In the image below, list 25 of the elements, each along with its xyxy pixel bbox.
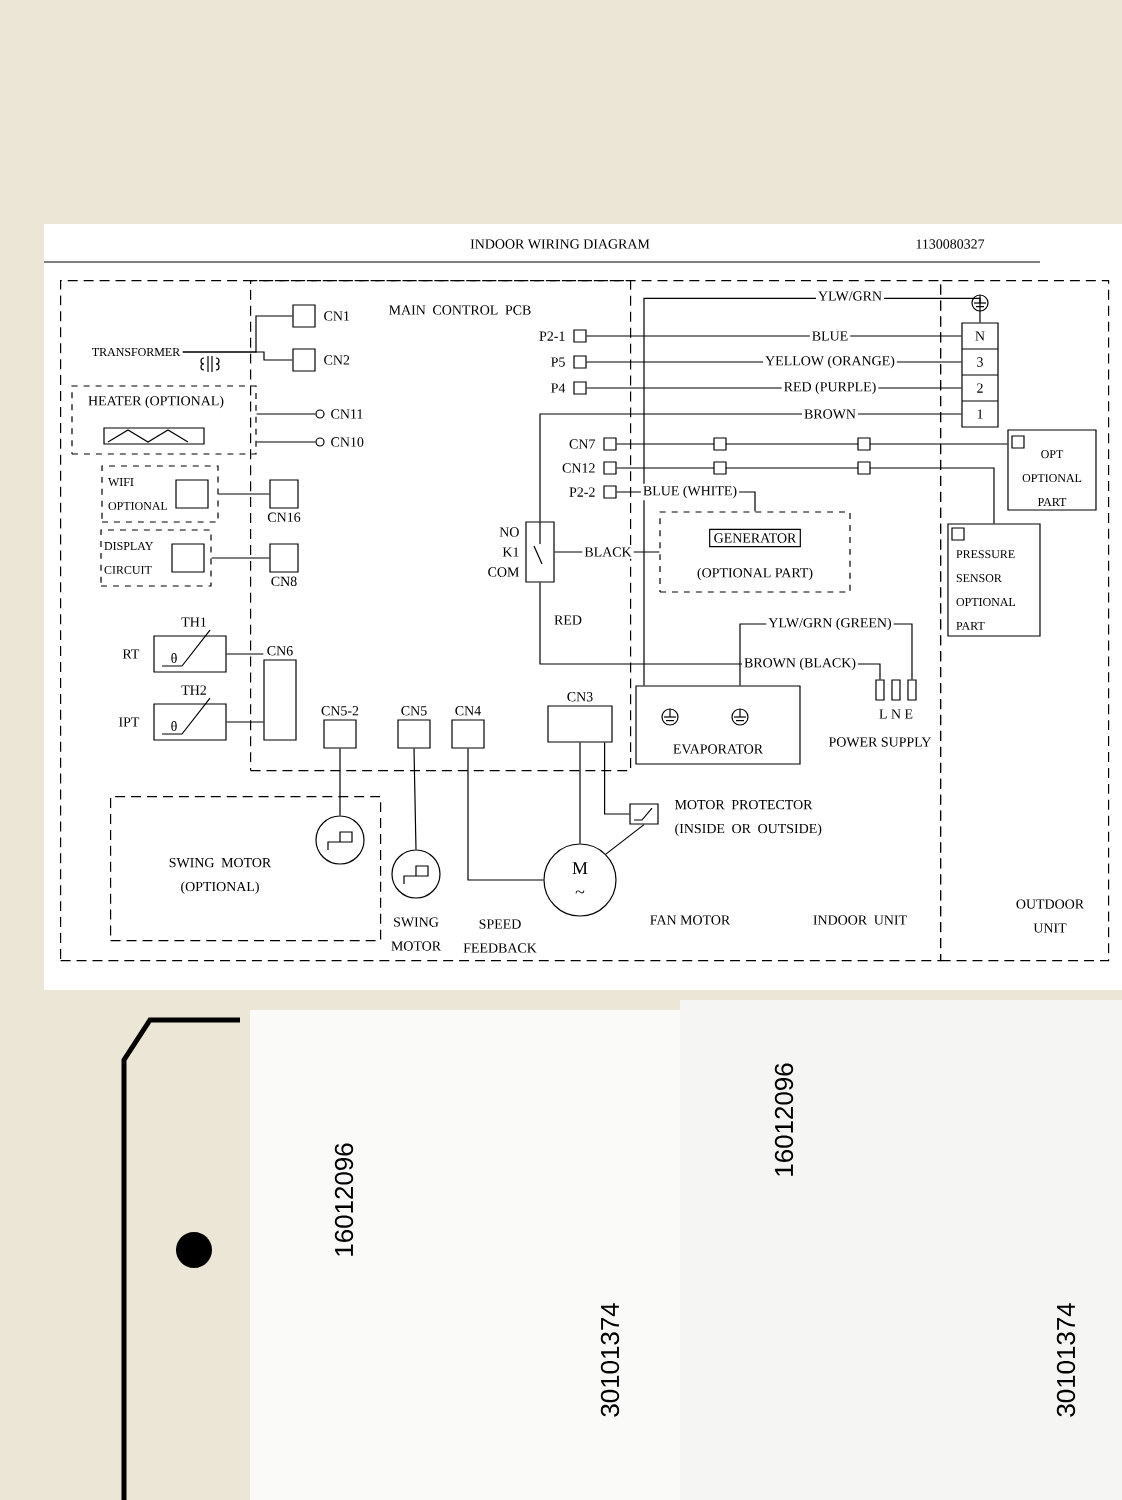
wire: [256, 441, 316, 443]
sticker-number: 16012096: [334, 1143, 354, 1256]
wire: [467, 748, 544, 881]
wire: [539, 413, 962, 522]
wire: [182, 351, 293, 361]
wire: [616, 467, 995, 524]
wire: [226, 653, 264, 655]
wire: [616, 443, 1008, 445]
wire: [579, 742, 581, 844]
swing-motor-symbol: [315, 815, 365, 865]
wire: [218, 493, 270, 495]
wire: [256, 413, 316, 415]
wire: [586, 335, 962, 337]
sticker-number: 30101374: [1056, 1303, 1076, 1417]
swing-motor-symbol: [391, 849, 441, 899]
sticker-number: 30101374: [600, 1303, 620, 1417]
wire: [211, 557, 270, 559]
sticker-number: 16012096: [774, 1063, 794, 1176]
wire: [605, 824, 645, 855]
wire: [339, 748, 341, 816]
wire: [643, 297, 981, 686]
wire: [413, 748, 417, 850]
wire: [226, 721, 264, 723]
motor-protector-symbol: [629, 803, 659, 825]
wire: [604, 742, 630, 815]
